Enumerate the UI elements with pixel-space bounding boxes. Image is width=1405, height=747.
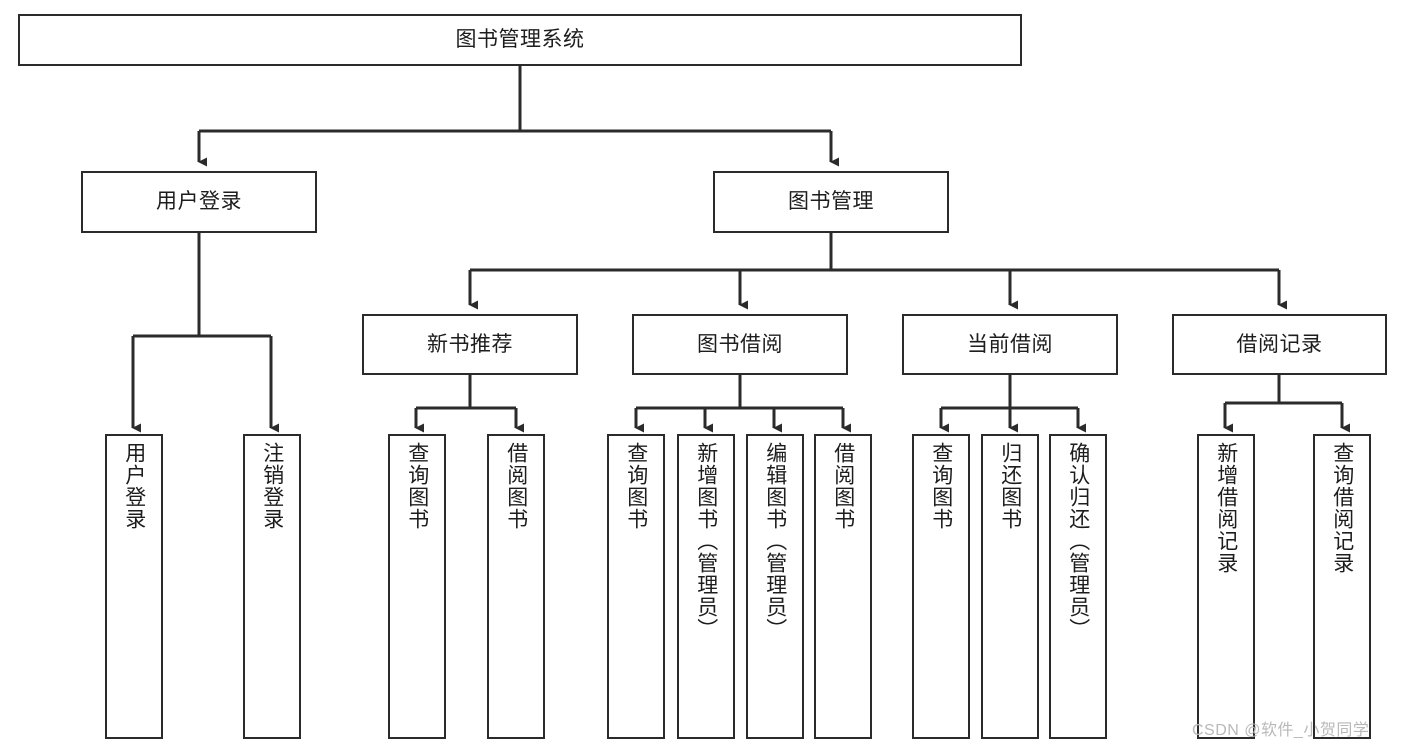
node-label: 用户登录: [156, 190, 242, 214]
leaf-borrow-book-borrow[interactable]: 借阅图书: [814, 434, 872, 739]
leaf-query-book-borrow[interactable]: 查询图书: [607, 434, 665, 739]
node-borrow-record[interactable]: 借阅记录: [1172, 314, 1387, 375]
leaf-edit-book-admin[interactable]: 编辑图书（管理员）: [746, 434, 804, 739]
leaf-confirm-return-admin[interactable]: 确认归还（管理员）: [1049, 434, 1107, 739]
leaf-user-login[interactable]: 用户登录: [105, 434, 163, 739]
node-current-borrow[interactable]: 当前借阅: [902, 314, 1118, 375]
leaf-add-borrow-record[interactable]: 新增借阅记录: [1197, 434, 1255, 739]
node-label: 编辑图书（管理员）: [763, 442, 787, 640]
node-label: 借阅图书: [504, 442, 528, 530]
node-root-book-management-system[interactable]: 图书管理系统: [18, 14, 1022, 66]
node-label: 新增图书（管理员）: [694, 442, 718, 640]
node-label: 注销登录: [260, 442, 284, 530]
node-label: 归还图书: [998, 442, 1022, 530]
node-new-book-recommend[interactable]: 新书推荐: [362, 314, 578, 375]
leaf-return-book[interactable]: 归还图书: [981, 434, 1039, 739]
node-label: 查询图书: [624, 442, 648, 530]
node-label: 查询图书: [405, 442, 429, 530]
csdn-watermark: CSDN @软件_小贺同学: [1192, 722, 1370, 739]
node-label: 新增借阅记录: [1214, 442, 1238, 574]
node-label: 图书管理系统: [455, 28, 585, 52]
node-label: 当前借阅: [967, 332, 1053, 356]
node-label: 借阅记录: [1236, 332, 1323, 356]
leaf-query-book-new-recommend[interactable]: 查询图书: [388, 434, 446, 739]
node-label: 图书借阅: [697, 332, 783, 356]
node-label: 查询图书: [929, 442, 953, 530]
node-label: 用户登录: [122, 442, 146, 530]
leaf-query-borrow-record[interactable]: 查询借阅记录: [1313, 434, 1371, 739]
node-label: 新书推荐: [427, 332, 513, 356]
leaf-query-book-current[interactable]: 查询图书: [912, 434, 970, 739]
leaf-borrow-book-new-recommend[interactable]: 借阅图书: [487, 434, 545, 739]
leaf-add-book-admin[interactable]: 新增图书（管理员）: [677, 434, 735, 739]
node-book-borrow[interactable]: 图书借阅: [632, 314, 848, 375]
node-label: 借阅图书: [831, 442, 855, 530]
node-label: 确认归还（管理员）: [1066, 442, 1090, 640]
node-label: 图书管理: [788, 190, 874, 214]
leaf-logout-login[interactable]: 注销登录: [243, 434, 301, 739]
node-book-manage[interactable]: 图书管理: [713, 171, 949, 233]
node-label: 查询借阅记录: [1330, 442, 1354, 574]
node-user-login[interactable]: 用户登录: [81, 171, 317, 233]
